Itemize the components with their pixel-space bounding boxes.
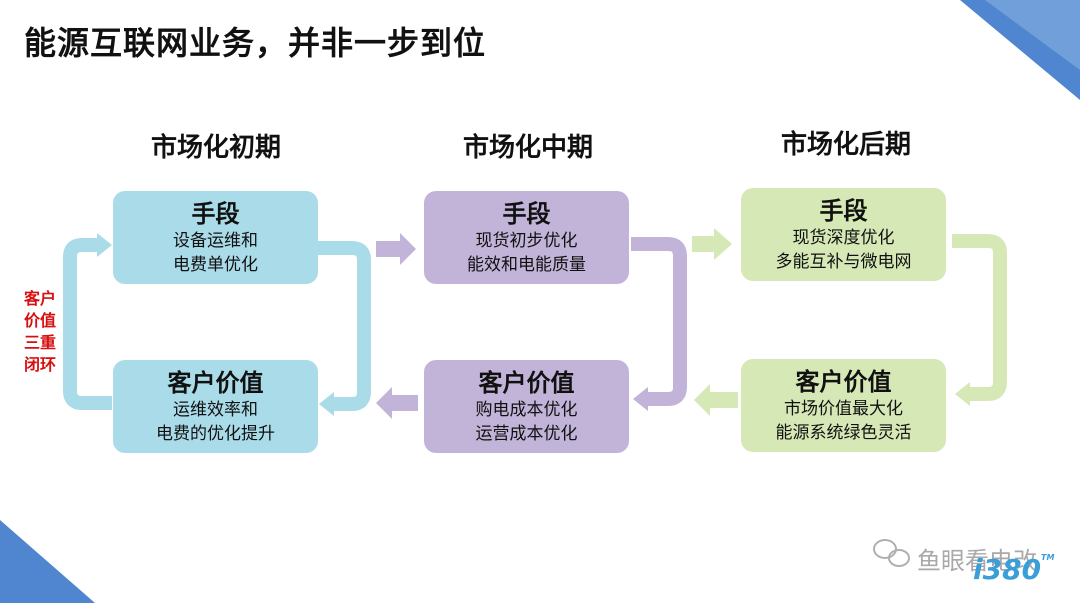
value-heading: 客户价值 bbox=[167, 369, 264, 397]
loop-arrow-left-up bbox=[63, 238, 112, 410]
means-line: 电费单优化 bbox=[173, 255, 258, 275]
column-title-late: 市场化后期 bbox=[780, 130, 911, 160]
value-line: 能源系统绿色灵活 bbox=[775, 423, 912, 443]
loop-arrowhead-left-up bbox=[97, 233, 112, 257]
means-heading: 手段 bbox=[191, 200, 240, 228]
closed-loop-label-line: 客户 bbox=[23, 289, 56, 308]
loop-arrow-right-down-1 bbox=[318, 241, 371, 411]
value-line: 电费的优化提升 bbox=[156, 424, 275, 444]
means-line: 能效和电能质量 bbox=[467, 255, 586, 275]
means-line: 设备运维和 bbox=[173, 231, 258, 251]
return-arrow-1-head bbox=[376, 387, 392, 419]
means-heading: 手段 bbox=[819, 197, 868, 225]
means-line: 多能互补与微电网 bbox=[775, 252, 912, 272]
progress-arrow-1-head bbox=[400, 233, 416, 265]
value-line: 运营成本优化 bbox=[475, 424, 578, 444]
i380-logo: i380TM bbox=[973, 553, 1054, 586]
value-box-early: 客户价值 运维效率和 电费的优化提升 bbox=[113, 360, 318, 453]
watermark-text: 鱼眼看电改 bbox=[917, 547, 1037, 575]
loop-arrow-right-down-2 bbox=[631, 237, 687, 406]
means-box-late: 手段 现货深度优化 多能互补与微电网 bbox=[741, 188, 946, 281]
value-line: 运维效率和 bbox=[173, 400, 258, 420]
closed-loop-label-line: 三重 bbox=[23, 333, 56, 352]
value-line: 购电成本优化 bbox=[475, 400, 578, 420]
means-line: 现货初步优化 bbox=[475, 231, 578, 251]
value-heading: 客户价值 bbox=[478, 369, 575, 397]
column-title-early: 市场化初期 bbox=[150, 133, 281, 163]
closed-loop-label-line: 闭环 bbox=[23, 355, 56, 374]
value-box-late: 客户价值 市场价值最大化 能源系统绿色灵活 bbox=[741, 359, 946, 452]
progress-arrow-2-head bbox=[714, 228, 732, 260]
means-box-early: 手段 设备运维和 电费单优化 bbox=[113, 191, 318, 284]
return-arrow-1-shaft bbox=[392, 395, 418, 411]
means-box-middle: 手段 现货初步优化 能效和电能质量 bbox=[424, 191, 629, 284]
value-box-middle: 客户价值 购电成本优化 运营成本优化 bbox=[424, 360, 629, 453]
loop-arrowhead-right-down-1 bbox=[319, 392, 334, 416]
progress-arrow-2-shaft bbox=[692, 236, 714, 252]
loop-arrowhead-right-down-3 bbox=[955, 382, 970, 406]
page-title: 能源互联网业务，并非一步到位 bbox=[24, 24, 487, 62]
corner-decoration-top-right-shade bbox=[985, 0, 1080, 70]
means-heading: 手段 bbox=[502, 200, 551, 228]
return-arrow-2-head bbox=[694, 384, 710, 416]
trademark-mark: TM bbox=[1041, 553, 1055, 562]
loop-arrow-right-down-3 bbox=[952, 234, 1007, 401]
means-line: 现货深度优化 bbox=[792, 228, 895, 248]
i380-logo-text: i380 bbox=[973, 553, 1042, 586]
column-title-middle: 市场化中期 bbox=[462, 133, 593, 163]
closed-loop-label-line: 价值 bbox=[23, 311, 56, 330]
progress-arrow-1-shaft bbox=[376, 241, 400, 257]
value-line: 市场价值最大化 bbox=[784, 399, 903, 419]
loop-arrowhead-right-down-2 bbox=[633, 387, 648, 411]
wechat-icon bbox=[873, 539, 910, 567]
return-arrow-2-shaft bbox=[710, 392, 738, 408]
value-heading: 客户价值 bbox=[795, 368, 892, 396]
closed-loop-label: 客户 价值 三重 闭环 bbox=[20, 288, 60, 376]
corner-decoration-bottom-left bbox=[0, 520, 95, 603]
